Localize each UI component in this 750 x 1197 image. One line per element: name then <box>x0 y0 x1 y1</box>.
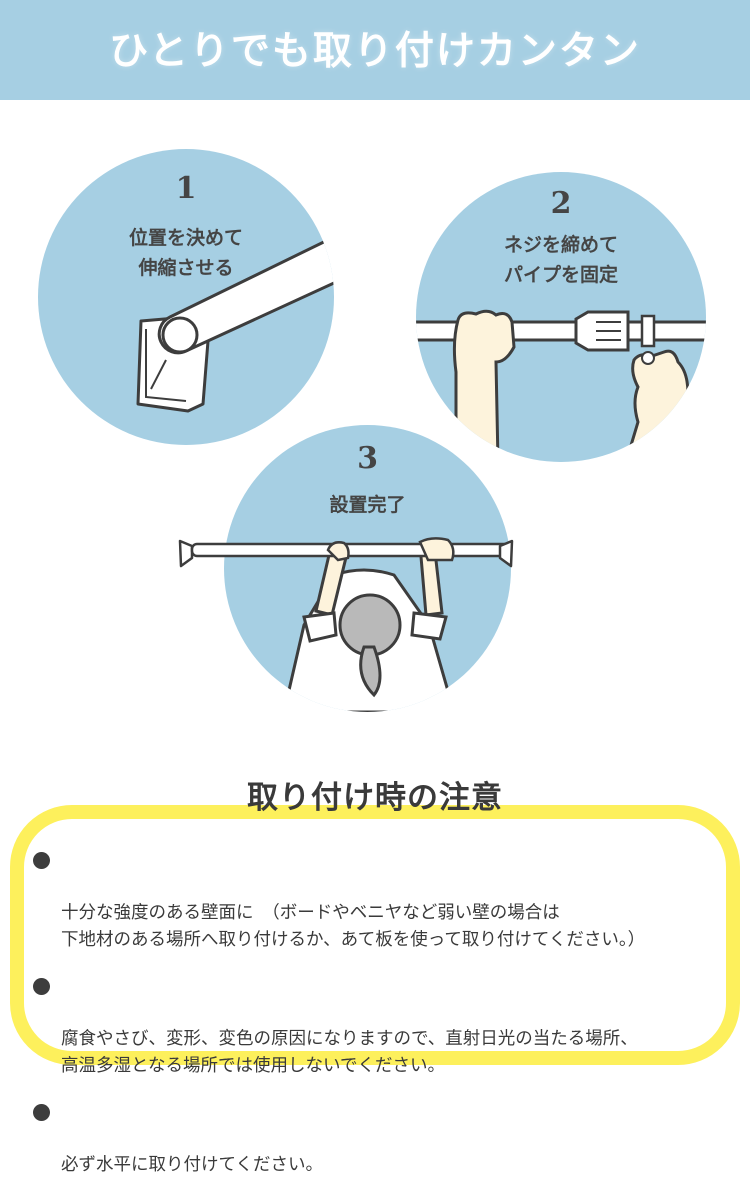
step-3-text: 設置完了 <box>329 494 406 516</box>
header-banner: ひとりでも取り付けカンタン <box>0 0 750 100</box>
caution-item-text: 腐食やさび、変形、変色の原因になりますので、直射日光の当たる場所、 高温多湿とな… <box>61 1029 638 1076</box>
rod-bracket-icon <box>136 235 334 413</box>
step-1-text: 位置を決めて 伸縮させる <box>128 227 243 279</box>
step-2-text: ネジを締めて パイプを固定 <box>503 234 618 286</box>
caution-item: 必ず水平に取り付けてください。 <box>33 1098 733 1179</box>
caution-list: 十分な強度のある壁面に （ボードやベニヤなど弱い壁の場合は 下地材のある場所へ取… <box>33 846 733 1197</box>
step-3-number: 3 <box>357 441 378 476</box>
page-title: ひとりでも取り付けカンタン <box>109 29 641 74</box>
bullet-icon <box>33 978 50 995</box>
caution-item-text: 必ず水平に取り付けてください。 <box>61 1155 323 1175</box>
step-3-circle: 3 設置完了 <box>224 425 511 712</box>
step-1-number: 1 <box>175 171 197 206</box>
step-2-number: 2 <box>550 186 572 221</box>
step-1-circle: 1 位置を決めて 伸縮させる <box>38 149 334 445</box>
caution-item-text: 十分な強度のある壁面に （ボードやベニヤなど弱い壁の場合は 下地材のある場所へ取… <box>61 903 646 950</box>
caution-item: 十分な強度のある壁面に （ボードやベニヤなど弱い壁の場合は 下地材のある場所へ取… <box>33 846 733 954</box>
bullet-icon <box>33 852 50 869</box>
woman-hanging-icon <box>282 541 456 712</box>
bullet-icon <box>33 1104 50 1121</box>
caution-title: 取り付け時の注意 <box>247 780 503 816</box>
step-2-circle: 2 ネジを締めて パイプを固定 <box>416 172 706 462</box>
caution-box <box>10 805 740 1065</box>
caution-item: 腐食やさび、変形、変色の原因になりますので、直射日光の当たる場所、 高温多湿とな… <box>33 972 733 1080</box>
hands-tightening-icon <box>416 309 706 462</box>
